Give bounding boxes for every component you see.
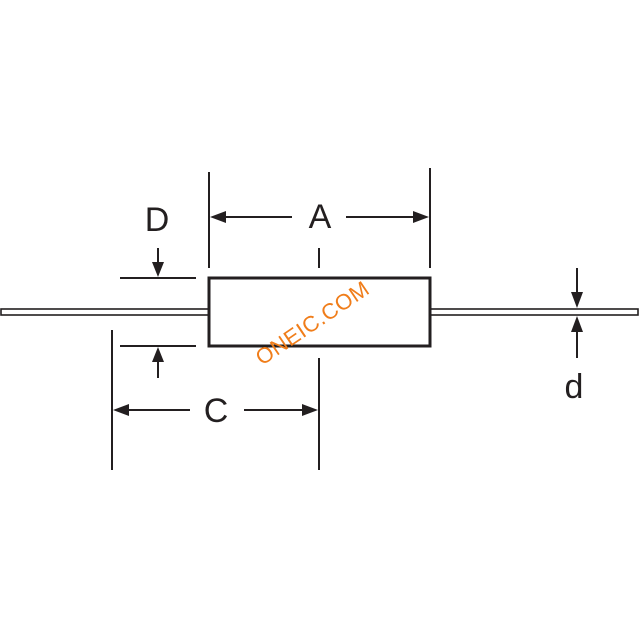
dimension-small-d-label: d xyxy=(565,368,584,406)
dimension-d-arrow-top xyxy=(152,262,164,277)
right-lead-wire xyxy=(429,308,639,316)
dimension-a-arrow-left xyxy=(210,211,226,223)
component-body xyxy=(207,276,432,348)
dimension-small-d-arrow-top xyxy=(571,292,583,308)
dimension-a-label: A xyxy=(309,198,332,236)
dimension-d-label: D xyxy=(145,201,170,239)
dimension-small-d-arrow-bottom xyxy=(571,316,583,332)
dimension-c-arrow-left xyxy=(113,404,129,416)
left-lead-wire xyxy=(0,308,210,316)
dimension-d-arrow-bottom xyxy=(152,347,164,362)
dimension-c-arrow-right xyxy=(302,404,318,416)
dimension-a-arrow-right xyxy=(413,211,429,223)
dimension-c-label: C xyxy=(204,392,229,430)
